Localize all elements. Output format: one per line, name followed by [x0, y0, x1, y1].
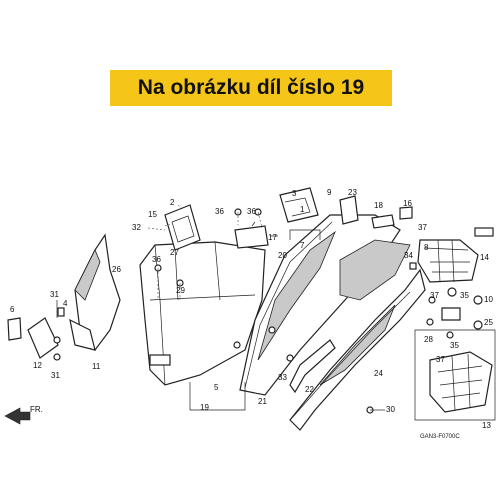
luggage-box-part [139, 241, 266, 386]
callout: 37 [430, 291, 439, 300]
callout: 16 [403, 199, 412, 208]
direction-label: FR. [30, 405, 43, 414]
bracket-7 [279, 187, 319, 223]
callout: 5 [214, 383, 219, 392]
front-direction-arrow: FR. [4, 405, 43, 425]
strip-22 [289, 339, 336, 394]
banner-text: Na obrázku díl číslo 19 [137, 76, 365, 99]
hardware-parts [53, 208, 483, 414]
callout: 28 [424, 335, 433, 344]
callout: 36 [152, 255, 161, 264]
callout-labels: 2 15 32 27 36 9 36 23 7 18 37 14 26 6 31… [10, 188, 493, 440]
part-16-shape [399, 206, 413, 220]
callout: 7 [300, 241, 305, 250]
part-6-shape [7, 317, 22, 341]
part-23-shape [339, 195, 359, 225]
callout: 32 [132, 223, 141, 232]
rear-rack-14 [417, 227, 494, 283]
rear-rack-13 [429, 351, 493, 413]
callout: 13 [482, 421, 491, 430]
callout: 8 [424, 243, 429, 252]
callout: 25 [484, 318, 493, 327]
callout: 21 [258, 397, 267, 406]
cover-12 [27, 317, 59, 359]
callout: 37 [436, 355, 445, 364]
diagram-code: GAN3-F0700C [420, 434, 460, 440]
part-number-banner: Na obrázku díl číslo 19 [110, 70, 392, 106]
part-18-shape [371, 214, 395, 229]
callout: 3 [292, 189, 297, 198]
callout: 10 [484, 295, 493, 304]
callout: 6 [10, 305, 15, 314]
callout: 36 [215, 207, 224, 216]
callout: 19 [200, 403, 209, 412]
callout: 30 [386, 405, 395, 414]
callout: 17 [268, 233, 277, 242]
callout: 22 [305, 385, 314, 394]
callout: 24 [374, 369, 383, 378]
callout: 35 [460, 291, 469, 300]
part-17-shape [234, 225, 269, 249]
callout: 9 [327, 188, 332, 197]
callout: 29 [176, 286, 185, 295]
callout: 36 [247, 207, 256, 216]
callout: 14 [480, 253, 489, 262]
callout: 26 [112, 265, 121, 274]
callout: 11 [92, 362, 101, 371]
callout: 4 [63, 299, 68, 308]
callout: 31 [51, 371, 60, 380]
callout: 37 [418, 223, 427, 232]
callout: 27 [170, 248, 179, 257]
callout: 12 [33, 361, 42, 370]
callout: 15 [148, 210, 157, 219]
callout: 20 [278, 251, 287, 260]
callout: 23 [348, 188, 357, 197]
callout: 1 [300, 205, 305, 214]
callout: 18 [374, 201, 383, 210]
callout: 33 [278, 373, 287, 382]
leader-lines [56, 204, 496, 421]
callout: 34 [404, 251, 413, 260]
callout: 31 [50, 290, 59, 299]
callout: 35 [450, 341, 459, 350]
callout: 2 [170, 198, 175, 207]
